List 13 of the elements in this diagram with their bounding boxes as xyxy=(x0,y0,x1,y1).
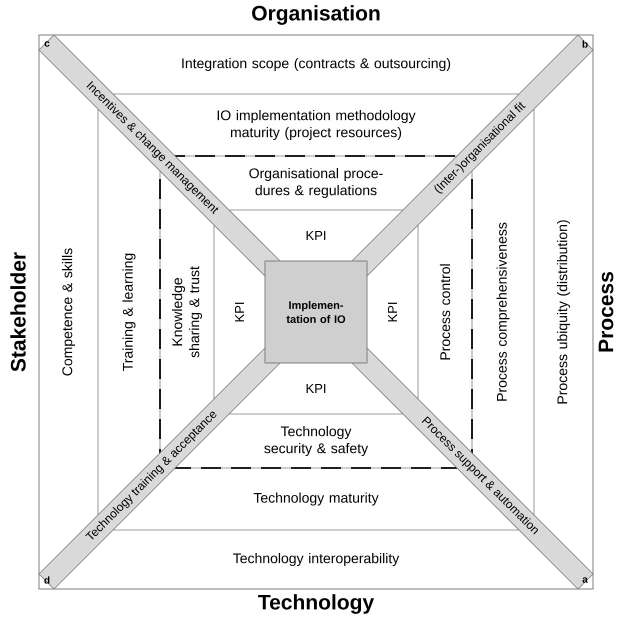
region-label: KPI xyxy=(235,302,244,322)
corner-letter: a xyxy=(582,577,588,583)
corner-letter: c xyxy=(44,41,50,47)
side-heading: Organisation xyxy=(252,5,380,25)
side-heading: Stakeholder xyxy=(10,252,26,372)
region-label: KPI xyxy=(388,302,397,322)
side-heading: Technology xyxy=(258,594,374,614)
region-label: KPI xyxy=(306,231,326,240)
region-label: KPI xyxy=(306,384,326,393)
side-heading: Process xyxy=(598,272,614,352)
corner-letter: b xyxy=(582,40,588,48)
center-box: Implemen- tation of IO xyxy=(264,260,368,364)
corner-letter: d xyxy=(44,576,50,584)
